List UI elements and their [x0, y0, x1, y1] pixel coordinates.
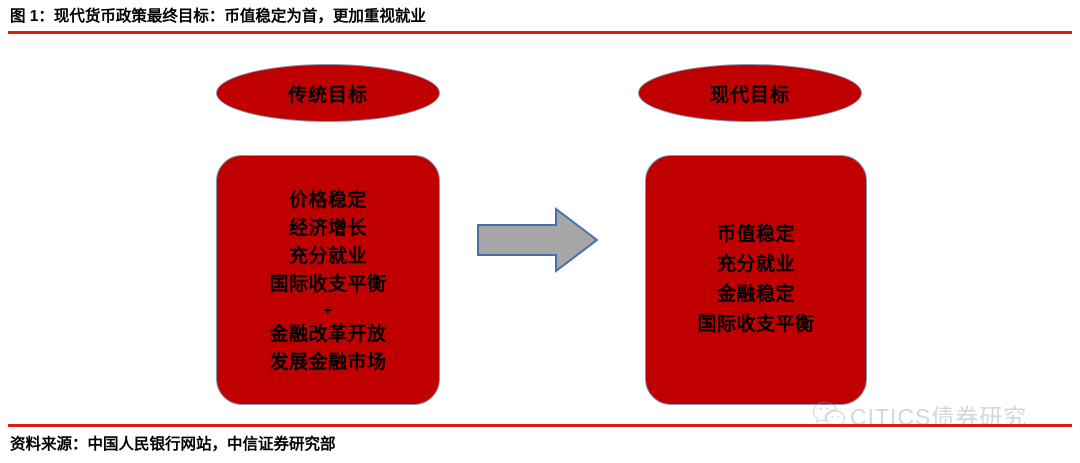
- modern-goals-header-label: 现代目标: [709, 84, 790, 106]
- traditional-goal-item: 经济增长: [288, 218, 367, 239]
- traditional-goal-plus-separator: +: [323, 302, 333, 318]
- modern-goals-box: 币值稳定 充分就业 金融稳定 国际收支平衡: [645, 155, 867, 405]
- figure-title: 图 1：现代货币政策最终目标：币值稳定为首，更加重视就业: [10, 8, 426, 25]
- modern-goal-item: 国际收支平衡: [697, 314, 815, 335]
- traditional-goal-item: 充分就业: [288, 246, 367, 267]
- modern-goal-item: 币值稳定: [716, 224, 795, 245]
- traditional-goal-item: 国际收支平衡: [269, 274, 387, 295]
- traditional-goal-item: 金融改革开放: [269, 324, 387, 345]
- traditional-goals-header-ellipse: 传统目标: [216, 64, 440, 122]
- traditional-goals-box: 价格稳定 经济增长 充分就业 国际收支平衡 + 金融改革开放 发展金融市场: [216, 155, 440, 405]
- modern-goal-item: 充分就业: [716, 254, 795, 275]
- traditional-goal-item: 发展金融市场: [269, 352, 387, 373]
- traditional-goals-header-label: 传统目标: [287, 84, 368, 106]
- arrow-right-icon: [477, 207, 598, 273]
- figure-source: 资料来源：中国人民银行网站，中信证券研究部: [10, 436, 336, 453]
- traditional-goal-item: 价格稳定: [288, 190, 367, 211]
- title-divider: [8, 31, 1072, 34]
- source-divider: [8, 424, 1072, 427]
- modern-goals-header-ellipse: 现代目标: [638, 64, 862, 122]
- modern-goal-item: 金融稳定: [716, 284, 795, 305]
